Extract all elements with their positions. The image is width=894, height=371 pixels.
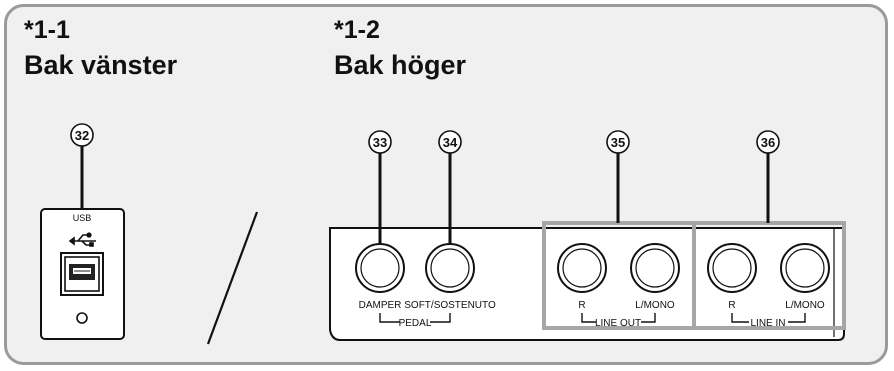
divider-slash <box>206 211 259 345</box>
line-in-r-label: R <box>728 300 735 311</box>
damper-jack <box>355 243 405 293</box>
section-left-number: *1-1 <box>24 16 70 44</box>
line-in-bracket <box>731 313 806 323</box>
line-out-lmono-jack <box>630 243 680 293</box>
callout-36-label: 36 <box>761 135 775 150</box>
line-in-lmono-jack <box>780 243 830 293</box>
usb-panel: USB <box>40 208 125 340</box>
callout-35-label: 35 <box>611 135 625 150</box>
callout-32-label: 32 <box>75 128 89 143</box>
callout-32: 32 <box>70 123 94 147</box>
diagram-frame: 32 USB <box>4 4 888 365</box>
callout-35: 35 <box>606 130 630 154</box>
line-in-label: LINE IN <box>750 318 785 329</box>
callout-34: 34 <box>438 130 462 154</box>
line-in-r-jack <box>707 243 757 293</box>
line-out-r-label: R <box>578 300 585 311</box>
soft-sostenuto-jack <box>425 243 475 293</box>
usb-port <box>60 252 104 296</box>
callout-36: 36 <box>756 130 780 154</box>
damper-label: DAMPER <box>359 300 402 311</box>
line-out-label: LINE OUT <box>595 318 641 329</box>
soft-sostenuto-label: SOFT/SOSTENUTO <box>404 300 496 311</box>
usb-panel-screw <box>76 312 88 324</box>
section-right-number: *1-2 <box>334 16 380 44</box>
usb-icon <box>68 232 96 247</box>
line-in-lmono-label: L/MONO <box>785 300 825 311</box>
diagram-svg: 32 USB <box>4 4 888 365</box>
pedal-bracket <box>379 313 451 323</box>
callout-33-label: 33 <box>373 135 387 150</box>
section-left-title: Bak vänster <box>24 50 178 80</box>
line-out-r-jack <box>557 243 607 293</box>
line-out-lmono-label: L/MONO <box>635 300 675 311</box>
pedal-label: PEDAL <box>399 318 432 329</box>
section-right-title: Bak höger <box>334 50 467 80</box>
usb-label: USB <box>73 213 92 223</box>
callout-33: 33 <box>368 130 392 154</box>
callout-34-label: 34 <box>443 135 458 150</box>
line-out-bracket <box>581 313 656 323</box>
